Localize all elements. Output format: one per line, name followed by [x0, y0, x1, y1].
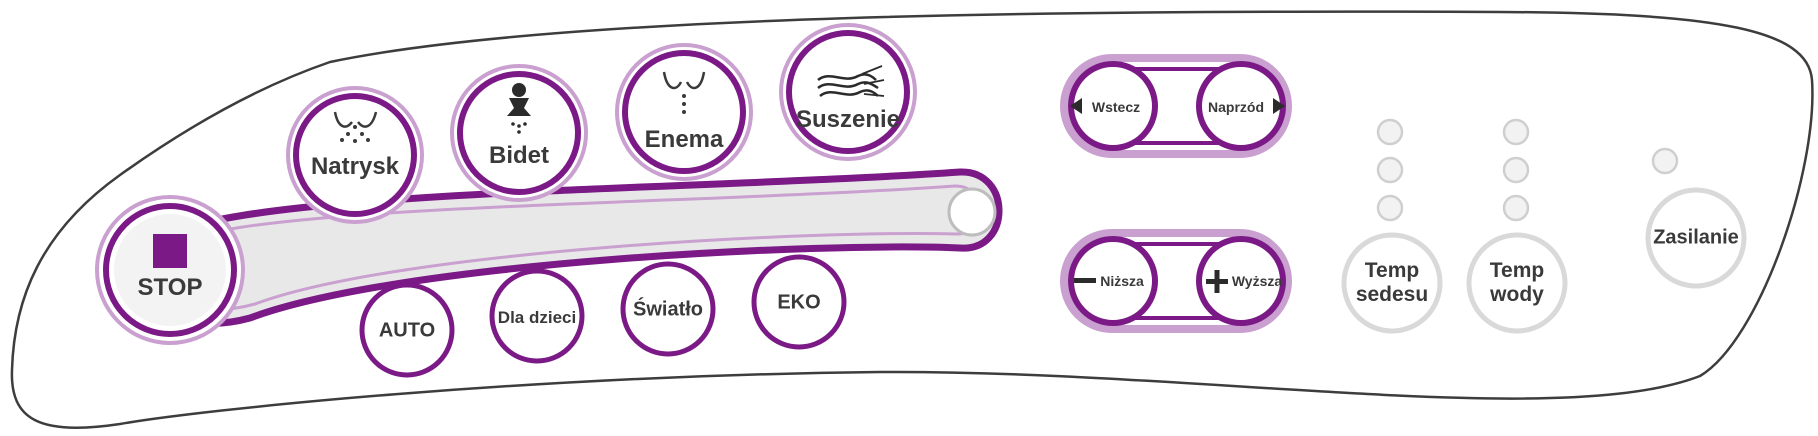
seat-temp-led-2: [1376, 156, 1404, 184]
back-label: Wstecz: [1091, 99, 1141, 115]
power-label: Zasilanie: [1653, 226, 1739, 249]
water-temp-button[interactable]: [1466, 232, 1568, 334]
power-button[interactable]: [1645, 187, 1747, 289]
water-temp-led-1: [1502, 194, 1530, 222]
water-temp-led-3: [1502, 118, 1530, 146]
seat-temp-led-3: [1376, 118, 1404, 146]
kids-button[interactable]: [489, 268, 585, 364]
water-temp-label-line1: Temp: [1489, 259, 1545, 282]
lower-label: Niższa: [1100, 273, 1144, 289]
higher-label: Wyższa: [1231, 273, 1283, 289]
seat-temp-led-1: [1376, 194, 1404, 222]
water-temp-led-2: [1502, 156, 1530, 184]
seat-temp-label-line2: sedesu: [1355, 283, 1429, 306]
spray-icon: [333, 111, 378, 143]
minus-icon: [1074, 278, 1096, 283]
dryer-air-icon: [817, 65, 885, 98]
eco-button[interactable]: [751, 254, 847, 350]
forward-arrow-icon: [1273, 98, 1285, 114]
spray-button[interactable]: [286, 86, 424, 224]
enema-icon: [662, 71, 706, 114]
dry-button[interactable]: [779, 23, 917, 161]
dry-label: Suszenie: [795, 106, 901, 133]
auto-label: AUTO: [378, 319, 436, 342]
lower-button[interactable]: [1068, 236, 1158, 326]
stop-button[interactable]: [95, 195, 245, 345]
enema-label: Enema: [644, 126, 724, 153]
water-temp-label-line2: wody: [1490, 283, 1544, 306]
light-button[interactable]: [620, 261, 716, 357]
eco-label: EKO: [777, 291, 821, 314]
seat-temp-label: Temp sedesu: [1356, 259, 1428, 307]
higher-button[interactable]: [1196, 236, 1286, 326]
plus-icon: [1206, 270, 1228, 293]
light-label: Światło: [632, 298, 704, 321]
seat-temp-button[interactable]: [1341, 232, 1443, 334]
power-led: [1651, 147, 1679, 175]
back-arrow-icon: [1070, 98, 1082, 114]
water-temp-label: Temp wody: [1490, 259, 1544, 307]
spray-label: Natrysk: [310, 153, 400, 180]
forward-label: Naprzód: [1208, 99, 1264, 115]
auto-button[interactable]: [359, 282, 455, 378]
stop-label: STOP: [137, 274, 203, 301]
seat-temp-label-line1: Temp: [1364, 259, 1420, 282]
kids-label: Dla dzieci: [497, 308, 577, 327]
slider-knob[interactable]: [947, 187, 997, 237]
stop-square-icon: [153, 234, 187, 268]
bidet-person-icon: [507, 83, 531, 134]
bidet-label: Bidet: [489, 142, 549, 169]
